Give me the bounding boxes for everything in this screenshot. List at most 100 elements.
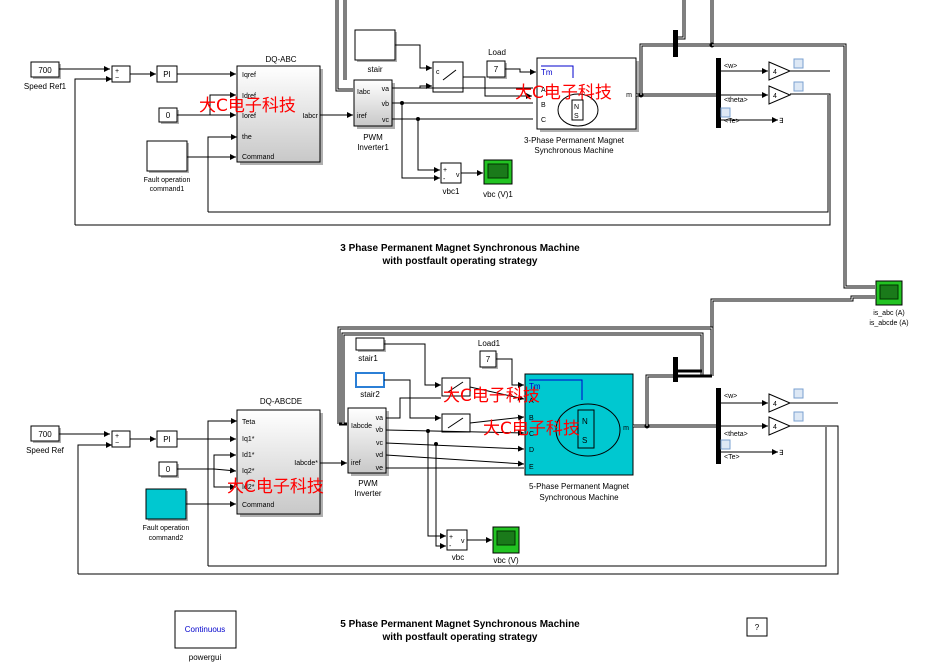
stair-block-top[interactable] <box>354 29 396 61</box>
svg-text:<w>: <w> <box>724 393 737 400</box>
display-theta-bottom[interactable] <box>793 411 804 422</box>
pmsm-3phase-block[interactable] <box>536 57 637 130</box>
demux-selector-top[interactable] <box>716 58 721 128</box>
gain-w-bottom[interactable] <box>768 393 792 413</box>
svg-text:4: 4 <box>773 424 777 431</box>
svg-text:vc: vc <box>376 440 384 447</box>
theta-feedback-loop-bottom <box>208 427 827 567</box>
display-te-bottom[interactable] <box>720 439 731 450</box>
title-bottom-line1: 5 Phase Permanent Magnet Synchronous Mac… <box>340 619 580 630</box>
svg-text:Speed Ref: Speed Ref <box>26 446 65 455</box>
theta-to-dq-wire-top <box>207 134 237 212</box>
help-block[interactable] <box>746 617 768 637</box>
svg-text:A: A <box>541 87 546 94</box>
svg-text:?: ? <box>755 623 760 632</box>
svg-text:command2: command2 <box>149 535 184 542</box>
svg-text:Fault operation: Fault operation <box>144 177 191 184</box>
switch-block-top[interactable] <box>432 61 464 93</box>
svg-text:PWM: PWM <box>358 479 378 488</box>
gain-w-top[interactable] <box>768 61 792 81</box>
svg-text:vc: vc <box>382 117 390 124</box>
svg-text:Load1: Load1 <box>478 339 501 348</box>
svg-text:Idref: Idref <box>242 93 256 100</box>
svg-text:4: 4 <box>773 69 777 76</box>
display-w-bottom[interactable] <box>793 388 804 399</box>
svg-text:Iabc: Iabc <box>357 89 371 96</box>
svg-text:Command: Command <box>242 502 274 509</box>
svg-text:<Te>: <Te> <box>724 118 740 125</box>
bus-selector-top[interactable] <box>673 30 678 57</box>
svg-text:vbc (V)1: vbc (V)1 <box>483 190 513 199</box>
svg-text:E: E <box>529 464 534 471</box>
svg-text:va: va <box>376 415 384 422</box>
svg-text:Inverter: Inverter <box>354 489 381 498</box>
svg-text:Teta: Teta <box>242 419 255 426</box>
svg-text:4: 4 <box>773 401 777 408</box>
svg-text:∃: ∃ <box>779 117 783 125</box>
svg-text:0: 0 <box>166 111 171 120</box>
speed-feedback-wire-top <box>74 76 112 225</box>
title-top-line2: with postfault operating strategy <box>381 256 537 267</box>
powergui-block[interactable] <box>174 610 237 649</box>
svg-text:<w>: <w> <box>724 63 737 70</box>
fault-command-block-top[interactable] <box>146 140 188 172</box>
svg-text:Iq1*: Iq1* <box>242 436 255 443</box>
svg-text:S: S <box>574 113 579 120</box>
dq-abcde-subsystem[interactable] <box>236 409 321 515</box>
display-w-top[interactable] <box>793 58 804 69</box>
dq-abcde-title: DQ-ABCDE <box>260 397 302 406</box>
svg-text:m: m <box>626 92 632 99</box>
svg-text:Id1*: Id1* <box>242 452 255 459</box>
gain-theta-top[interactable] <box>768 85 792 105</box>
svg-text:v: v <box>456 172 460 179</box>
svg-text:Fault operation: Fault operation <box>143 525 190 532</box>
svg-text:Continuous: Continuous <box>185 625 225 634</box>
svg-text:−: − <box>115 75 119 82</box>
pmsm-5phase-block[interactable] <box>524 373 634 476</box>
svg-text:PI: PI <box>163 435 171 444</box>
svg-text:<theta>: <theta> <box>724 431 748 438</box>
svg-text:m: m <box>623 425 629 432</box>
svg-text:700: 700 <box>38 430 52 439</box>
svg-text:Iqref: Iqref <box>242 72 256 79</box>
bus-selector-bottom[interactable] <box>673 357 678 382</box>
display-te-top[interactable] <box>720 107 731 118</box>
svg-text:stair1: stair1 <box>358 354 378 363</box>
svg-text:7: 7 <box>494 65 499 74</box>
speed-feedback-wire-bottom <box>77 442 112 574</box>
svg-text:Synchronous Machine: Synchronous Machine <box>539 493 619 502</box>
svg-text:is_abcde (A): is_abcde (A) <box>869 320 908 327</box>
speed-feedback-loop-bottom <box>78 425 839 575</box>
gain-theta-bottom[interactable] <box>768 416 792 436</box>
svg-text:大C电子科技: 大C电子科技 <box>515 83 612 103</box>
svg-text:stair2: stair2 <box>360 390 380 399</box>
svg-text:大C电子科技: 大C电子科技 <box>227 477 324 497</box>
svg-text:<theta>: <theta> <box>724 97 748 104</box>
svg-text:v: v <box>461 538 465 545</box>
svg-text:Inverter1: Inverter1 <box>357 143 389 152</box>
svg-text:-: - <box>449 543 452 550</box>
svg-text:大C电子科技: 大C电子科技 <box>199 96 296 116</box>
svg-text:vb: vb <box>376 427 384 434</box>
fault-command-block-bottom[interactable] <box>145 488 187 520</box>
svg-text:Iabcde: Iabcde <box>351 423 372 430</box>
svg-text:Tm: Tm <box>541 68 553 77</box>
svg-text:iref: iref <box>357 113 367 120</box>
stair1-block[interactable] <box>355 337 385 351</box>
svg-text:vbc1: vbc1 <box>443 187 460 196</box>
display-theta-top[interactable] <box>793 81 804 92</box>
svg-text:7: 7 <box>486 355 491 364</box>
svg-text:the: the <box>242 134 252 141</box>
svg-text:vb: vb <box>382 101 390 108</box>
dq-abc-subsystem[interactable] <box>236 65 321 163</box>
svg-text:N: N <box>574 104 579 111</box>
stair2-block[interactable] <box>355 372 385 388</box>
svg-text:C: C <box>541 117 546 124</box>
svg-text:<Te>: <Te> <box>724 454 740 461</box>
pwm-inverter-bottom[interactable] <box>347 407 387 474</box>
demux-selector-bottom[interactable] <box>716 388 721 464</box>
svg-text:c: c <box>436 69 440 76</box>
svg-text:Synchronous Machine: Synchronous Machine <box>534 146 614 155</box>
svg-text:is_abc (A): is_abc (A) <box>873 310 905 317</box>
